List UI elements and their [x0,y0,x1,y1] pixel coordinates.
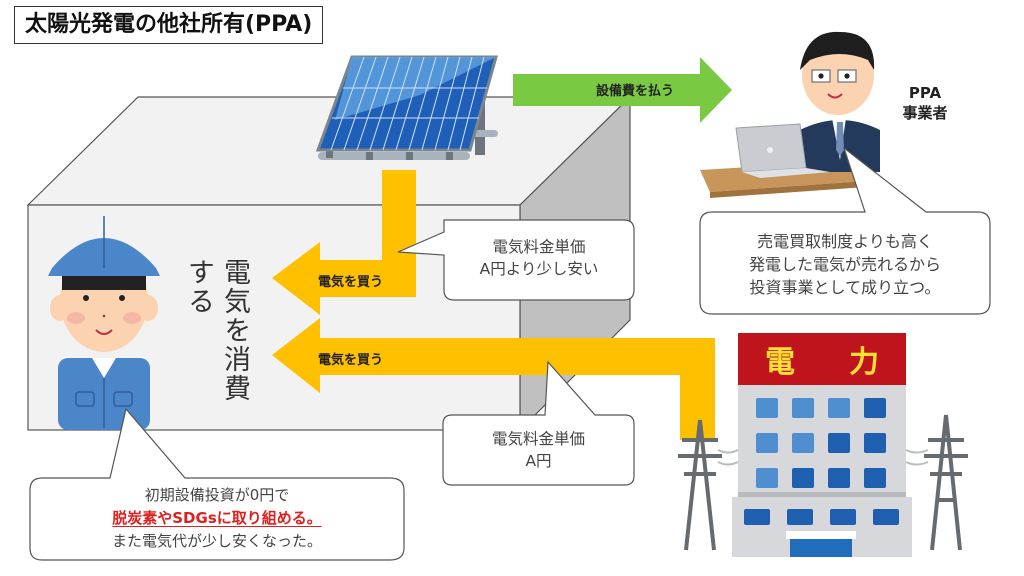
transmission-tower-right-icon [924,414,968,551]
solar-panel-icon [315,55,498,160]
consumer-speech-emphasis: 脱炭素やSDGsに取り組める。 [112,509,322,527]
utility-price-line2: A円 [525,452,552,470]
consumer-bubble [29,407,405,561]
consume-electricity-label: 電気を消費する [183,258,250,403]
utility-price-bubble [442,360,635,486]
consumer-speech-line3: また電気代が少し安くなった。 [111,532,322,550]
buy-power-from-utility-arrow [272,318,715,440]
page-title: 太陽光発電の他社所有(PPA) [14,6,324,44]
ppa-speech-line1: 売電買取制度よりも高く [757,232,933,251]
ppa-speech-line3: 投資事業として成り立つ。 [749,278,941,297]
utility-price-line1: 電気料金単価 [491,430,585,448]
pay-equipment-label: 設備費を払う [596,84,675,99]
utility-sign-char1: 電 [765,345,795,380]
solar-price-bubble [397,219,635,301]
power-lines [717,449,929,466]
consumer-speech-line1: 初期設備投資が0円で [144,486,290,504]
ppa-label-line2: 事業者 [902,104,948,122]
pay-equipment-arrow [513,57,732,123]
utility-price-text: 電気料金単価 A円 [443,428,634,472]
consumer-speech: 初期設備投資が0円で 脱炭素やSDGsに取り組める。 また電気代が少し安くなった… [30,484,404,553]
transmission-tower-left-icon [678,419,722,551]
utility-sign-char2: 力 [849,345,879,380]
ppa-label-line1: PPA [908,84,942,102]
solar-price-line1: 電気料金単価 [492,238,586,256]
ppa-speech-line2: 発電した電気が売れるから [748,255,941,274]
solar-price-text: 電気料金単価 A円より少し安い [444,236,634,280]
ppa-operator-speech: 売電買取制度よりも高く 発電した電気が売れるから 投資事業として成り立つ。 [700,230,990,299]
ppa-operator-bubble [699,146,991,315]
ppa-operator-label: PPA 事業者 [880,83,970,123]
buy-power-from-solar-arrow [272,170,416,315]
buy-power-solar-label: 電気を買う [318,275,384,290]
utility-building [732,333,912,557]
utility-sign: 電 力 [738,333,906,385]
ppa-operator-avatar [700,31,880,198]
solar-price-line2: A円より少し安い [479,260,599,278]
buy-power-utility-label: 電気を買う [318,353,384,368]
